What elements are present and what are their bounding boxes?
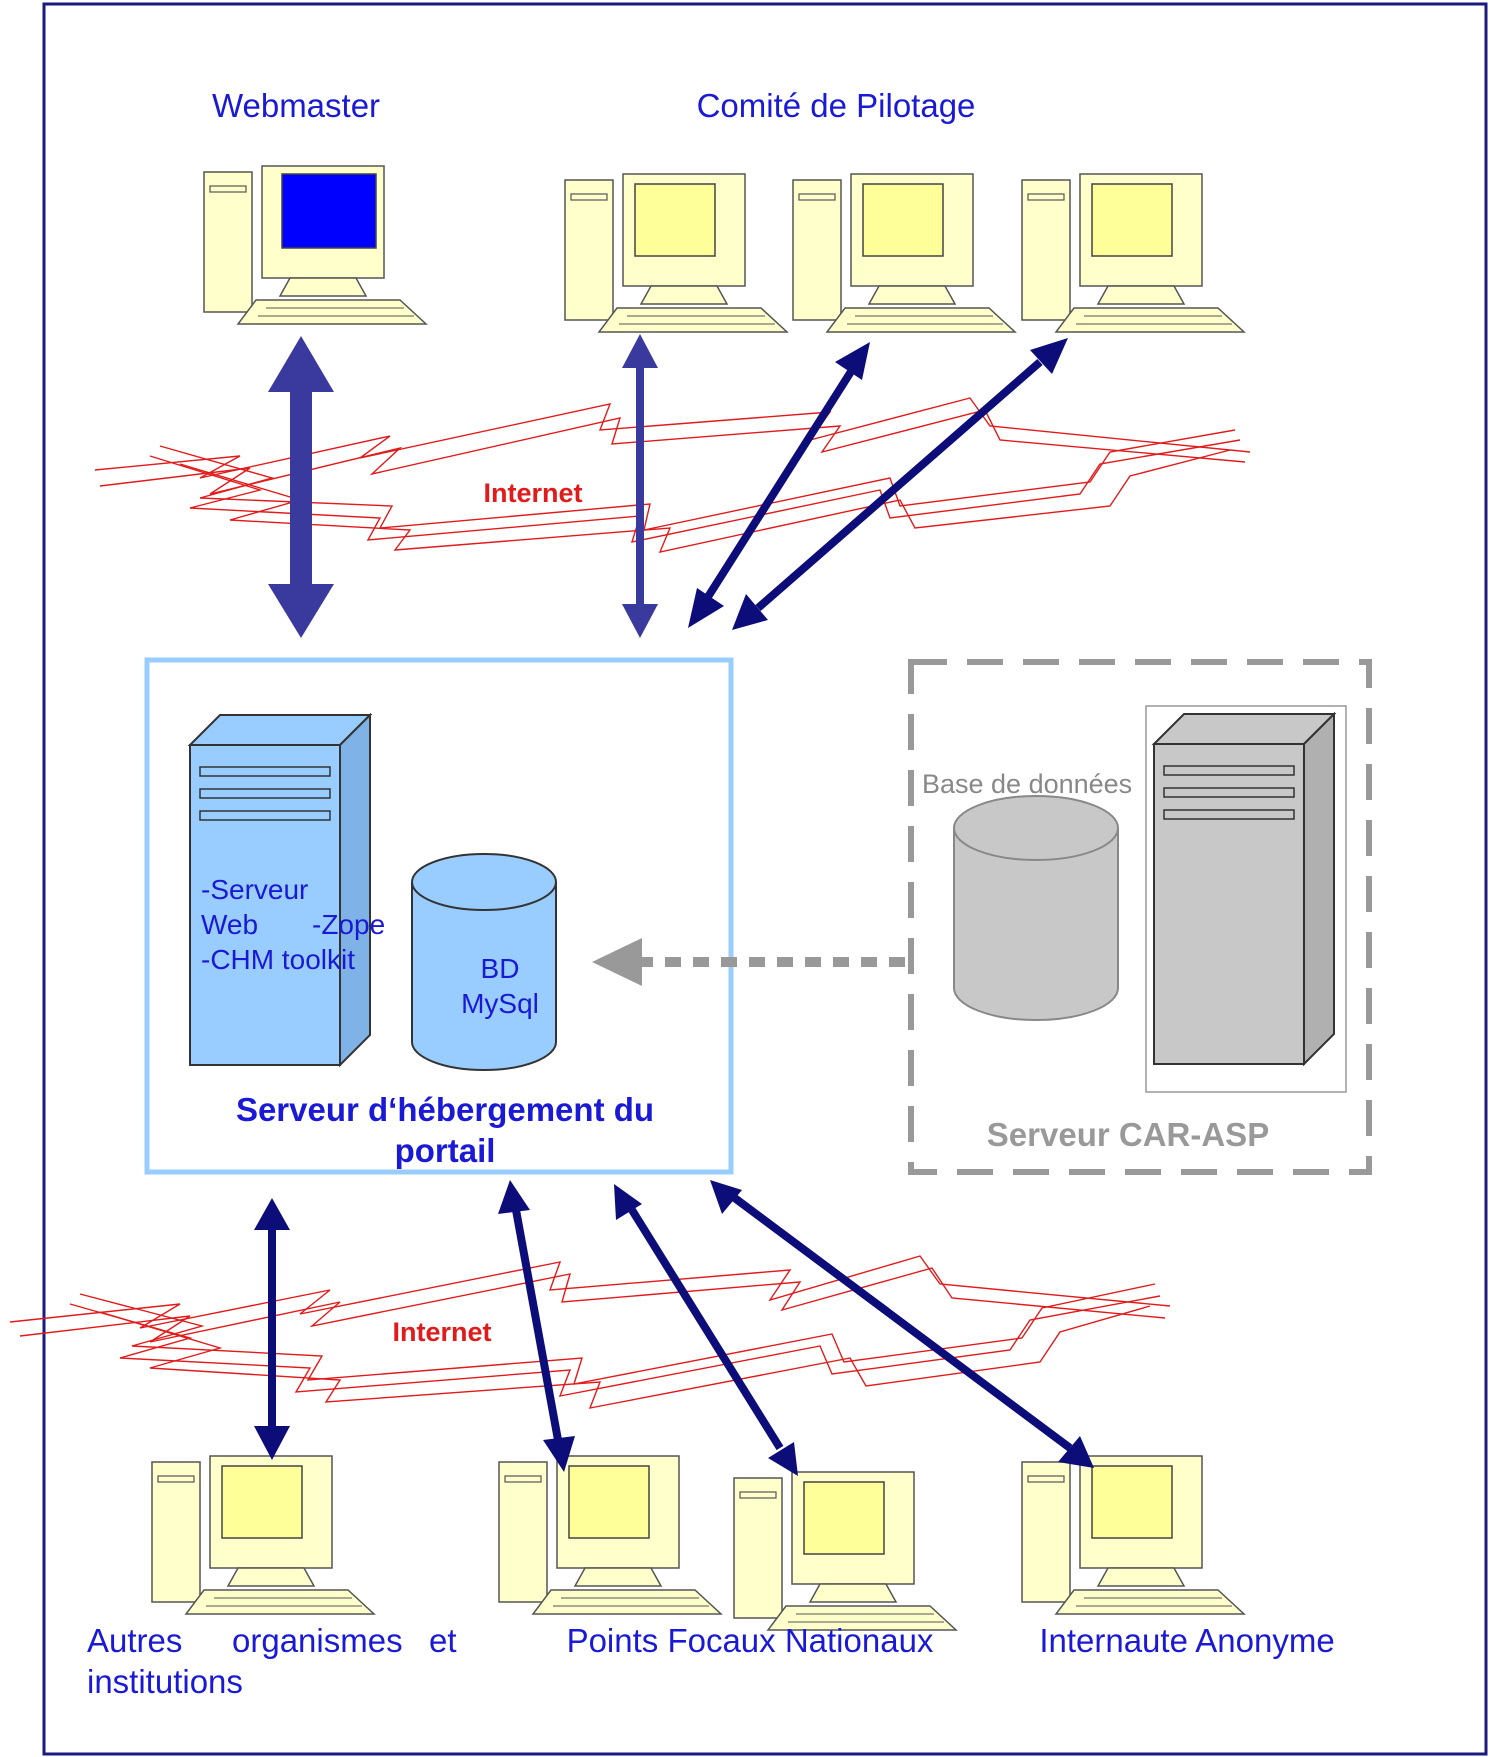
autres-arrow	[254, 1198, 290, 1460]
server-title-line1: Serveur d‘hébergement du	[236, 1091, 654, 1128]
db-label-line2: MySql	[461, 988, 539, 1019]
db-label-line1: BD	[481, 953, 520, 984]
outer-frame	[42, 2, 1488, 1756]
webmaster-label: Webmaster	[212, 87, 380, 124]
comite-computer-1	[564, 173, 788, 333]
points-focaux-computer-2	[733, 1471, 957, 1631]
points-focaux-computer-1	[498, 1455, 722, 1615]
car-asp-server-box	[908, 659, 1372, 1175]
internaute-arrow	[710, 1180, 1094, 1468]
internet-cloud-top	[94, 397, 1251, 553]
internet-cloud-bottom	[9, 1255, 1171, 1409]
mysql-database	[411, 853, 557, 1071]
car-asp-inner-frame	[1145, 705, 1347, 1093]
comite-arrow-3	[732, 338, 1068, 630]
internaute-label: Internaute Anonyme	[1039, 1622, 1334, 1659]
points-focaux-label: Points Focaux Nationaux	[567, 1622, 934, 1659]
internet-bottom-label: Internet	[392, 1317, 491, 1347]
points-focaux-arrow-2	[614, 1184, 798, 1476]
comite-computer-3	[1021, 173, 1245, 333]
webmaster-arrow	[268, 336, 334, 638]
server-title-line2: portail	[395, 1132, 496, 1169]
autres-label-line1-a: Autres	[87, 1622, 182, 1659]
car-asp-tower	[1153, 713, 1335, 1065]
server-text-line2-a: Web	[201, 909, 258, 940]
server-text-line3: -CHM toolkit	[201, 944, 355, 975]
internet-top-label: Internet	[483, 478, 582, 508]
autres-computer	[151, 1455, 375, 1615]
server-text-line1: -Serveur	[201, 874, 308, 905]
server-text-line2-b: -Zope	[312, 909, 385, 940]
autres-label-line2: institutions	[87, 1663, 243, 1700]
blue-screen	[281, 173, 377, 249]
comite-arrow-1	[622, 334, 658, 638]
import-arrow	[592, 938, 905, 986]
internaute-computer	[1021, 1455, 1245, 1615]
autres-label-line1-c: et	[429, 1622, 457, 1659]
autres-label-line1-b: organismes	[232, 1622, 403, 1659]
points-focaux-arrow-1	[498, 1180, 575, 1472]
car-asp-database	[953, 795, 1119, 1021]
car-server-label: Serveur CAR-ASP	[987, 1116, 1269, 1153]
comite-label: Comité de Pilotage	[697, 87, 976, 124]
comite-computer-2	[792, 173, 1016, 333]
car-db-label: Base de données	[922, 769, 1132, 799]
webmaster-computer	[203, 165, 427, 325]
comite-arrow-2	[688, 342, 870, 628]
